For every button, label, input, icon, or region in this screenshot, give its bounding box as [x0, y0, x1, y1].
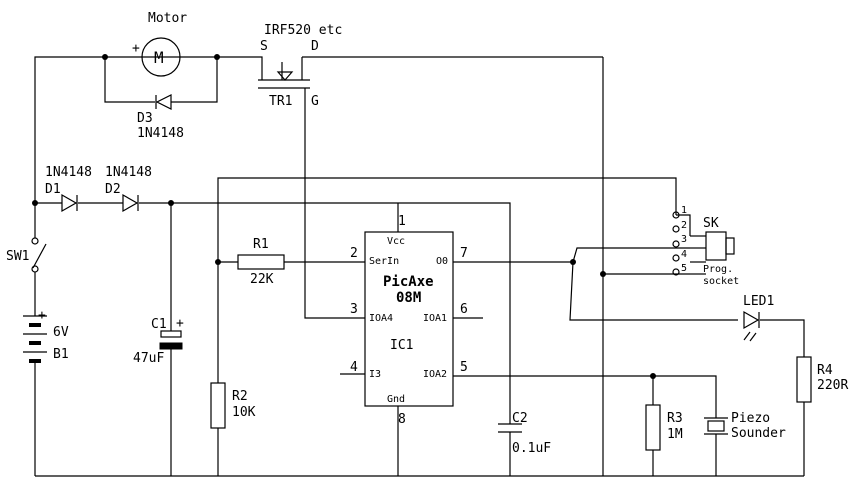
- mosfet-tr1: IRF520 etc S D TR1 G: [258, 23, 342, 109]
- ic1-pin-gnd: Gnd: [387, 394, 405, 405]
- r3-ref: R3: [667, 411, 683, 426]
- sk-pin-4: 4: [681, 249, 687, 260]
- ic1-name-line2: 08M: [396, 290, 421, 306]
- c2-value: 0.1uF: [512, 441, 551, 456]
- motor: M + Motor: [132, 11, 187, 77]
- b1-plus: +: [38, 308, 46, 323]
- r3-value: 1M: [667, 427, 683, 442]
- d2-ref: D2: [105, 182, 121, 197]
- sk-label-line1: Prog.: [703, 264, 733, 275]
- led1: LED1: [743, 294, 774, 342]
- piezo-label-line1: Piezo: [731, 411, 770, 426]
- ic1-num-8: 8: [398, 412, 406, 427]
- d2-value: 1N4148: [105, 165, 152, 180]
- ic1-num-7: 7: [460, 246, 468, 261]
- c2-ref: C2: [512, 411, 528, 426]
- piezo-label-line2: Sounder: [731, 426, 786, 441]
- ic1-num-5: 5: [460, 360, 468, 375]
- b1-ref: B1: [53, 347, 69, 362]
- ic1-pin-i3: I3: [369, 369, 381, 380]
- sk-ref: SK: [703, 216, 719, 231]
- c1-ref: C1: [151, 317, 167, 332]
- junction-dots: [32, 54, 656, 379]
- switch-sw1: SW1: [6, 237, 47, 273]
- tr1-g-label: G: [311, 94, 319, 109]
- d3-value: 1N4148: [137, 126, 184, 141]
- led1-ref: LED1: [743, 294, 774, 309]
- prog-socket-sk: 1 2 3 4 5 SK Prog. socket: [672, 205, 739, 287]
- ic1-num-3: 3: [350, 302, 358, 317]
- ic1-pin-o0: O0: [436, 256, 448, 267]
- ic1-pin-serin: SerIn: [369, 256, 399, 267]
- sk-label-line2: socket: [703, 276, 739, 287]
- ic1-pin-ioa2: IOA2: [423, 369, 447, 380]
- diode-d1: 1N4148 D1: [45, 165, 92, 213]
- r1-ref: R1: [253, 237, 269, 252]
- r4-value: 220R: [817, 378, 848, 393]
- c1-plus: +: [176, 316, 184, 331]
- tr1-s-label: S: [260, 39, 268, 54]
- d1-ref: D1: [45, 182, 61, 197]
- sk-pin-1: 1: [681, 205, 687, 216]
- capacitor-c2: C2 0.1uF: [498, 411, 551, 456]
- tr1-d-label: D: [311, 39, 319, 54]
- motor-title: Motor: [148, 11, 187, 26]
- ic1-pin-ioa1: IOA1: [423, 313, 447, 324]
- ic1-pin-vcc: Vcc: [387, 236, 405, 247]
- wires: [34, 56, 805, 477]
- motor-symbol: M: [154, 48, 164, 67]
- ic1-num-4: 4: [350, 360, 358, 375]
- sw1-ref: SW1: [6, 249, 29, 264]
- r2-value: 10K: [232, 405, 256, 420]
- sk-pin-2: 2: [681, 220, 687, 231]
- d1-value: 1N4148: [45, 165, 92, 180]
- resistor-r2: R2 10K: [210, 382, 256, 429]
- motor-plus: +: [132, 41, 140, 56]
- sk-pin-5: 5: [681, 263, 687, 274]
- d3-ref: D3: [137, 111, 153, 126]
- diode-d2: 1N4148 D2: [105, 165, 152, 213]
- tr1-part: IRF520 etc: [264, 23, 342, 38]
- battery-b1: + 6V B1: [23, 308, 69, 363]
- ic1-pin-ioa4: IOA4: [369, 313, 393, 324]
- resistor-r3: R3 1M: [645, 404, 683, 451]
- diode-d3: D3 1N4148: [137, 94, 184, 141]
- r2-ref: R2: [232, 389, 248, 404]
- piezo-sounder: Piezo Sounder: [704, 411, 786, 441]
- r4-ref: R4: [817, 363, 833, 378]
- capacitor-c1: + C1 47uF: [133, 316, 184, 366]
- tr1-ref: TR1: [269, 94, 292, 109]
- ic1-num-2: 2: [350, 246, 358, 261]
- ic1-num-6: 6: [460, 302, 468, 317]
- r1-value: 22K: [250, 272, 274, 287]
- c1-value: 47uF: [133, 351, 164, 366]
- b1-value: 6V: [53, 325, 69, 340]
- ic1-num-1: 1: [398, 214, 406, 229]
- resistor-r1: R1 22K: [237, 237, 285, 287]
- resistor-r4: R4 220R: [796, 356, 848, 403]
- ic1-ref: IC1: [390, 338, 413, 353]
- ic1-name-line1: PicAxe: [383, 274, 434, 290]
- ic1-picaxe: Vcc SerIn O0 PicAxe 08M IOA4 IOA1 IC1 I3…: [350, 214, 468, 427]
- sk-pin-3: 3: [681, 234, 687, 245]
